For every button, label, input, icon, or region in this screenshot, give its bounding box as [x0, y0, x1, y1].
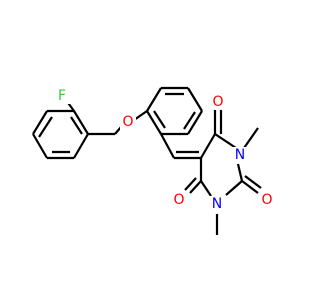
bond: [214, 133, 237, 149]
bond: [133, 110, 148, 121]
bond: [225, 180, 243, 196]
bond: [146, 110, 162, 135]
bond: [243, 127, 259, 149]
fluorine-atom: F: [58, 88, 66, 104]
bond: [187, 110, 203, 135]
bond: [244, 175, 262, 189]
bond: [200, 133, 216, 159]
bond: [73, 110, 89, 135]
bond: [73, 133, 89, 159]
bond: [146, 87, 162, 112]
bond: [184, 177, 197, 191]
bond: [183, 111, 196, 130]
molecule-structure: F O O O O N N: [32, 86, 275, 235]
atom-labels: F O O O O N N: [54, 88, 275, 212]
bond: [38, 116, 53, 138]
carbonyl-oxygen-top: O: [212, 94, 223, 110]
bond: [200, 180, 212, 197]
nitrogen-atom-upper: N: [235, 147, 245, 163]
bond: [153, 110, 166, 129]
bond: [236, 163, 244, 182]
bond: [70, 116, 83, 135]
nitrogen-atom-lower: N: [212, 196, 222, 212]
bond: [32, 110, 48, 135]
bond: [187, 87, 203, 112]
bond-group: [32, 86, 262, 235]
bond: [160, 133, 175, 159]
carbonyl-oxygen-left: O: [173, 192, 184, 208]
bond: [32, 133, 48, 159]
bond: [241, 180, 259, 194]
ether-oxygen-atom: O: [122, 114, 133, 130]
carbonyl-oxygen-right: O: [261, 192, 272, 208]
bond: [189, 180, 202, 194]
